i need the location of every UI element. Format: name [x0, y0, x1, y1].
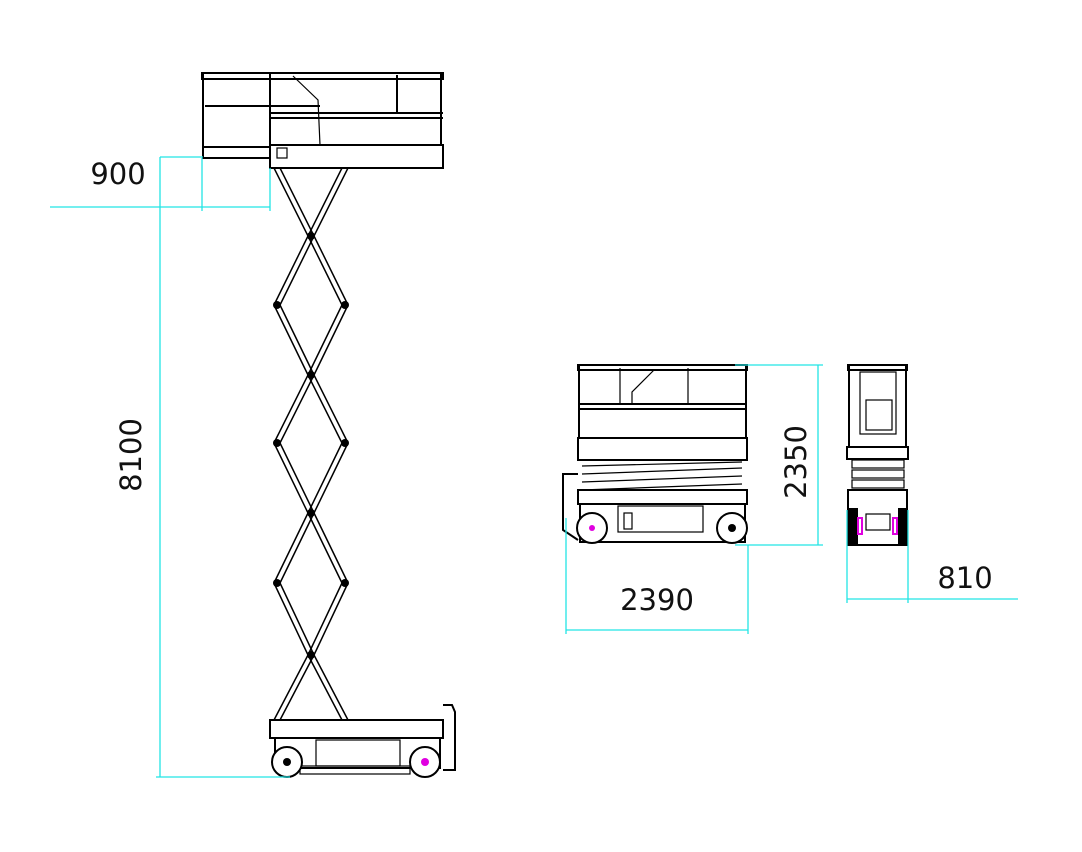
scissor-arm-edge [313, 167, 349, 237]
scissor-arm-edge [313, 582, 349, 656]
raised-platform [201, 72, 444, 169]
scissor-arm-edge [313, 442, 349, 514]
scissor-arm-edge [279, 167, 315, 237]
scissor-arm-edge [273, 304, 309, 376]
scissor-pivot-pin [273, 579, 281, 587]
stowed-lift-side-view [562, 364, 748, 544]
scissor-arm-edge [313, 654, 349, 721]
stowed-lift-end-view [846, 364, 909, 546]
scissor-arm-edge [273, 512, 309, 584]
scissor-arm-edge [313, 374, 349, 444]
dimension-810: 810 [846, 510, 1018, 603]
scissor-pivot-pin [273, 439, 281, 447]
dimension-label-2350: 2350 [779, 425, 813, 499]
wheel [271, 746, 303, 778]
scissor-arm-edge [307, 235, 343, 306]
raised-base-chassis [269, 704, 456, 778]
scissor-arm-edge [307, 167, 343, 237]
scissor-arm-edge [273, 442, 309, 514]
scissor-pivot-pin [307, 371, 315, 379]
dimension-2350: 2350 [735, 364, 823, 546]
scissor-arm-edge [279, 512, 315, 584]
scissor-pivot-pin [341, 301, 349, 309]
scissor-arms [273, 167, 349, 721]
scissor-arm-edge [313, 235, 349, 306]
wheel [409, 746, 441, 778]
scissor-arm-edge [307, 654, 343, 721]
scissor-arm-edge [307, 374, 343, 444]
scissor-arm-edge [307, 582, 343, 656]
scissor-arm-edge [273, 374, 309, 444]
scissor-arm-edge [279, 374, 315, 444]
dimension-label-810: 810 [937, 561, 992, 595]
raised-lift-side-view [201, 72, 456, 778]
scissor-arm-edge [279, 304, 315, 376]
scissor-pivot-pin [341, 439, 349, 447]
scissor-arm-edge [307, 304, 343, 376]
scissor-arm-edge [313, 512, 349, 584]
scissor-arm-edge [273, 582, 309, 656]
scissor-pivot-pin [307, 509, 315, 517]
scissor-arm-edge [279, 235, 315, 306]
scissor-arm-edge [279, 654, 315, 721]
scissor-arm-edge [273, 235, 309, 306]
scissor-arm-edge [273, 167, 309, 237]
dimension-label-900: 900 [90, 157, 145, 191]
dimension-label-2390: 2390 [620, 583, 694, 617]
scissor-arm-edge [279, 442, 315, 514]
scissor-pivot-pin [341, 579, 349, 587]
wheel [716, 512, 748, 544]
wheel [576, 512, 608, 544]
scissor-pivot-pin [307, 651, 315, 659]
dimension-label-8100: 8100 [114, 418, 148, 492]
scissor-pivot-pin [273, 301, 281, 309]
scissor-pivot-pin [307, 232, 315, 240]
scissor-arm-edge [313, 304, 349, 376]
dimension-2390: 2390 [565, 518, 749, 634]
scissor-arm-edge [307, 512, 343, 584]
scissor-arm-edge [273, 654, 309, 721]
dimension-8100: 8100 [114, 156, 290, 778]
scissor-arm-edge [307, 442, 343, 514]
scissor-arm-edge [279, 582, 315, 656]
